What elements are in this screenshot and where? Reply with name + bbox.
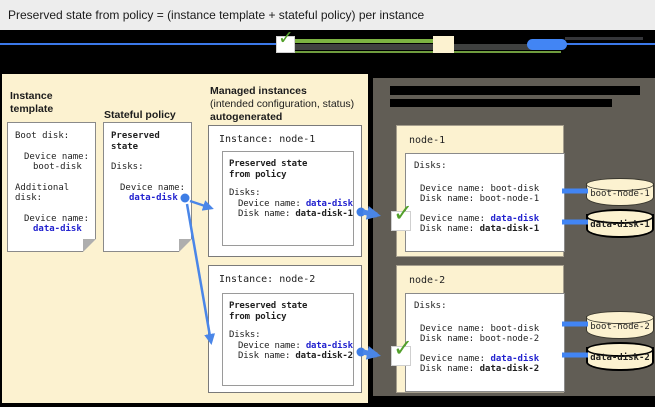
disks-label: Disks: — [414, 301, 447, 311]
data-device-line: Device name: data-disk — [414, 354, 564, 365]
cylinder-top — [586, 178, 654, 191]
cylinder-top — [586, 209, 654, 224]
vm-disks-box: Disks: Device name: boot-disk Disk name:… — [405, 293, 565, 392]
doc-line: Device name: — [120, 182, 186, 193]
data-disk-line: Disk name: data-disk-1 — [414, 224, 564, 235]
disks-label: Disks: — [229, 188, 261, 198]
cylinder-top — [586, 311, 654, 324]
doc-line: Device name: — [24, 151, 90, 162]
device-name-prefix: Device name: — [238, 198, 306, 209]
vm-box-node-2: node-2 Disks: Device name: boot-disk Dis… — [396, 265, 565, 393]
disk-label: data-disk-1 — [590, 220, 650, 230]
device-name-prefix: Device name: — [420, 353, 491, 364]
preserved-state-box: Preserved state from policy Disks: Devic… — [222, 151, 354, 246]
stateful-policy-label: Stateful policy — [104, 109, 176, 121]
node-1-check-box: ✓ — [391, 201, 413, 231]
doc-line: boot-disk — [33, 162, 82, 172]
instance-box-node-1: Instance: node-1 Preserved state from po… — [208, 125, 362, 257]
timeline-dark-line-right — [565, 37, 643, 40]
disks-label: Disks: — [229, 330, 261, 340]
disk-name-line: Disk name: data-disk-1 — [229, 209, 353, 220]
timeline-green-bar — [294, 39, 435, 43]
folded-corner-icon — [83, 239, 96, 252]
boot-disk-line: Disk name: boot-node-1 — [420, 194, 540, 204]
doc-line-data-disk: data-disk — [129, 193, 178, 203]
disk-label: boot-node-2 — [590, 322, 650, 332]
device-name-value: data-disk — [490, 213, 540, 224]
device-name-line: Device name: data-disk — [229, 341, 353, 352]
boot-device-line: Device name: boot-disk — [420, 183, 540, 194]
device-name-prefix: Device name: — [238, 340, 306, 351]
doc-line: Disks: — [111, 162, 144, 172]
right-panel-heading-line-2 — [390, 99, 612, 107]
inner-heading-line: Preserved state — [229, 301, 308, 311]
preserved-state-box: Preserved state from policy Disks: Devic… — [222, 293, 354, 386]
timeline-cream-box — [433, 36, 454, 53]
device-name-value: data-disk — [305, 198, 353, 209]
disk-cylinder-boot-node-1: boot-node-1 — [586, 178, 654, 208]
check-icon: ✓ — [393, 199, 414, 227]
doc-line: Boot disk: — [15, 131, 70, 141]
instance-template-label: Instance template — [10, 90, 54, 115]
inner-heading-line: from policy — [229, 311, 287, 322]
doc-line: Device name: — [24, 213, 90, 224]
doc-heading: Preserved state — [111, 131, 160, 152]
disk-name-prefix: Disk name: — [420, 224, 480, 234]
title-bar: Preserved state from policy = (instance … — [0, 0, 655, 30]
vm-box-title: node-2 — [409, 275, 446, 286]
disks-label: Disks: — [414, 161, 447, 171]
managed-label-line2: (intended configuration, status) — [210, 98, 355, 110]
inner-heading-line: Preserved state — [229, 159, 308, 169]
doc-line-data-disk: data-disk — [33, 224, 82, 234]
disk-label: data-disk-2 — [590, 353, 650, 363]
device-name-value: data-disk — [490, 353, 540, 364]
disk-cylinder-boot-node-2: boot-node-2 — [586, 311, 654, 341]
instance-box-title: Instance: node-1 — [219, 134, 316, 145]
device-name-value: data-disk — [305, 340, 353, 351]
timeline-thin-green-line — [294, 51, 561, 53]
timeline-dark-bar — [294, 44, 561, 50]
managed-label-line1: Managed instances — [210, 85, 307, 97]
managed-instances-label: Managed instances (intended configuratio… — [210, 85, 370, 124]
data-device-line: Device name: data-disk — [414, 214, 564, 225]
disk-name-value: data-disk-1 — [479, 224, 540, 234]
inner-heading-line: from policy — [229, 169, 287, 180]
disk-cylinder-data-disk-2: data-disk-2 — [586, 342, 654, 372]
disk-name-value: data-disk-2 — [295, 351, 353, 361]
timeline-blue-line-left — [0, 43, 282, 45]
timeline-check-box: ✓ — [276, 29, 295, 53]
node-2-check-box: ✓ — [391, 336, 413, 366]
disk-name-value: data-disk-2 — [479, 364, 540, 374]
doc-line: Additional disk: — [15, 182, 70, 204]
check-icon: ✓ — [278, 27, 294, 49]
device-name-prefix: Device name: — [420, 213, 491, 224]
device-name-line: Device name: data-disk — [229, 199, 353, 210]
disk-name-prefix: Disk name: — [238, 351, 296, 361]
disk-name-prefix: Disk name: — [420, 364, 480, 374]
instance-box-node-2: Instance: node-2 Preserved state from po… — [208, 265, 362, 393]
check-icon: ✓ — [393, 334, 414, 362]
disk-cylinder-data-disk-1: data-disk-1 — [586, 209, 654, 239]
disk-name-prefix: Disk name: — [238, 209, 296, 219]
instance-box-title: Instance: node-2 — [219, 274, 316, 285]
disk-name-value: data-disk-1 — [295, 209, 353, 219]
stateful-policy-doc: Preserved state Disks: Device name: data… — [103, 122, 192, 252]
cylinder-top — [586, 342, 654, 357]
page-title: Preserved state from policy = (instance … — [8, 8, 425, 22]
disk-label: boot-node-1 — [590, 189, 650, 199]
timeline-blue-pill — [527, 39, 567, 50]
boot-disk-line: Disk name: boot-node-2 — [420, 334, 540, 344]
instance-template-doc: Boot disk: Device name: boot-disk Additi… — [7, 122, 96, 252]
disk-name-line: Disk name: data-disk-2 — [229, 351, 353, 362]
managed-label-line3: autogenerated — [210, 111, 283, 123]
boot-device-line: Device name: boot-disk — [420, 323, 540, 334]
data-disk-line: Disk name: data-disk-2 — [414, 364, 564, 375]
vm-box-title: node-1 — [409, 135, 446, 146]
timeline-blue-line-right — [560, 43, 655, 45]
right-panel-heading-line-1 — [390, 86, 640, 95]
vm-disks-box: Disks: Device name: boot-disk Disk name:… — [405, 153, 565, 252]
vm-box-node-1: node-1 Disks: Device name: boot-disk Dis… — [396, 125, 565, 257]
folded-corner-icon — [179, 239, 192, 252]
